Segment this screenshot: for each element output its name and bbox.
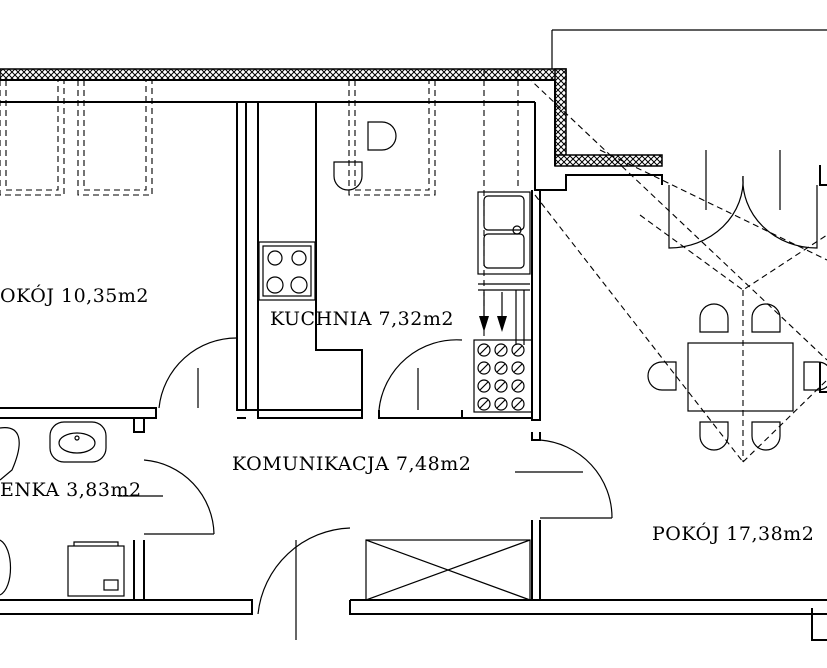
cooktop-burner [511,343,525,357]
cooktop-burner [477,361,491,375]
balcony-door-curtains [668,150,818,249]
room-label-komunikacja: KOMUNIKACJA 7,48m2 [232,453,471,475]
window-frames [0,69,827,463]
balcony-outline [551,29,827,70]
washing-machine [67,541,125,597]
room-label-kuchnia: KUCHNIA 7,32m2 [270,308,454,330]
cooktop-burner [494,343,508,357]
room-label-pokoj-2: POKÓJ 17,38m2 [652,522,814,545]
dining-table [687,342,794,412]
chairs [647,303,827,451]
room-label-pokoj-1: OKÓJ 10,35m2 [0,284,149,307]
cooktop-burner [477,379,491,393]
cooktop-burner [511,397,525,411]
cooktop-burner [494,361,508,375]
room-label-lazienka: ENKA 3,83m2 [0,479,142,501]
stove-left [258,241,316,301]
cooktop-burner [477,343,491,357]
doors [143,337,613,640]
external-wall-insulated [0,68,663,167]
room-labels: OKÓJ 10,35m2 KUCHNIA 7,32m2 ENKA 3,83m2 … [0,284,814,545]
cooktop-burner [511,361,525,375]
cooktop-burner [494,397,508,411]
kitchen-chairs [333,121,397,191]
riser-grid [477,343,525,411]
wardrobe [365,539,531,601]
cooktop-burner [511,379,525,393]
toilet [0,427,20,596]
cooktop [473,339,533,413]
cooktop-burner [477,397,491,411]
vent-arrows [479,292,507,332]
sink-right [477,191,531,345]
bathroom-sink [49,421,107,463]
walls [0,79,827,641]
cooktop-burner [494,379,508,393]
